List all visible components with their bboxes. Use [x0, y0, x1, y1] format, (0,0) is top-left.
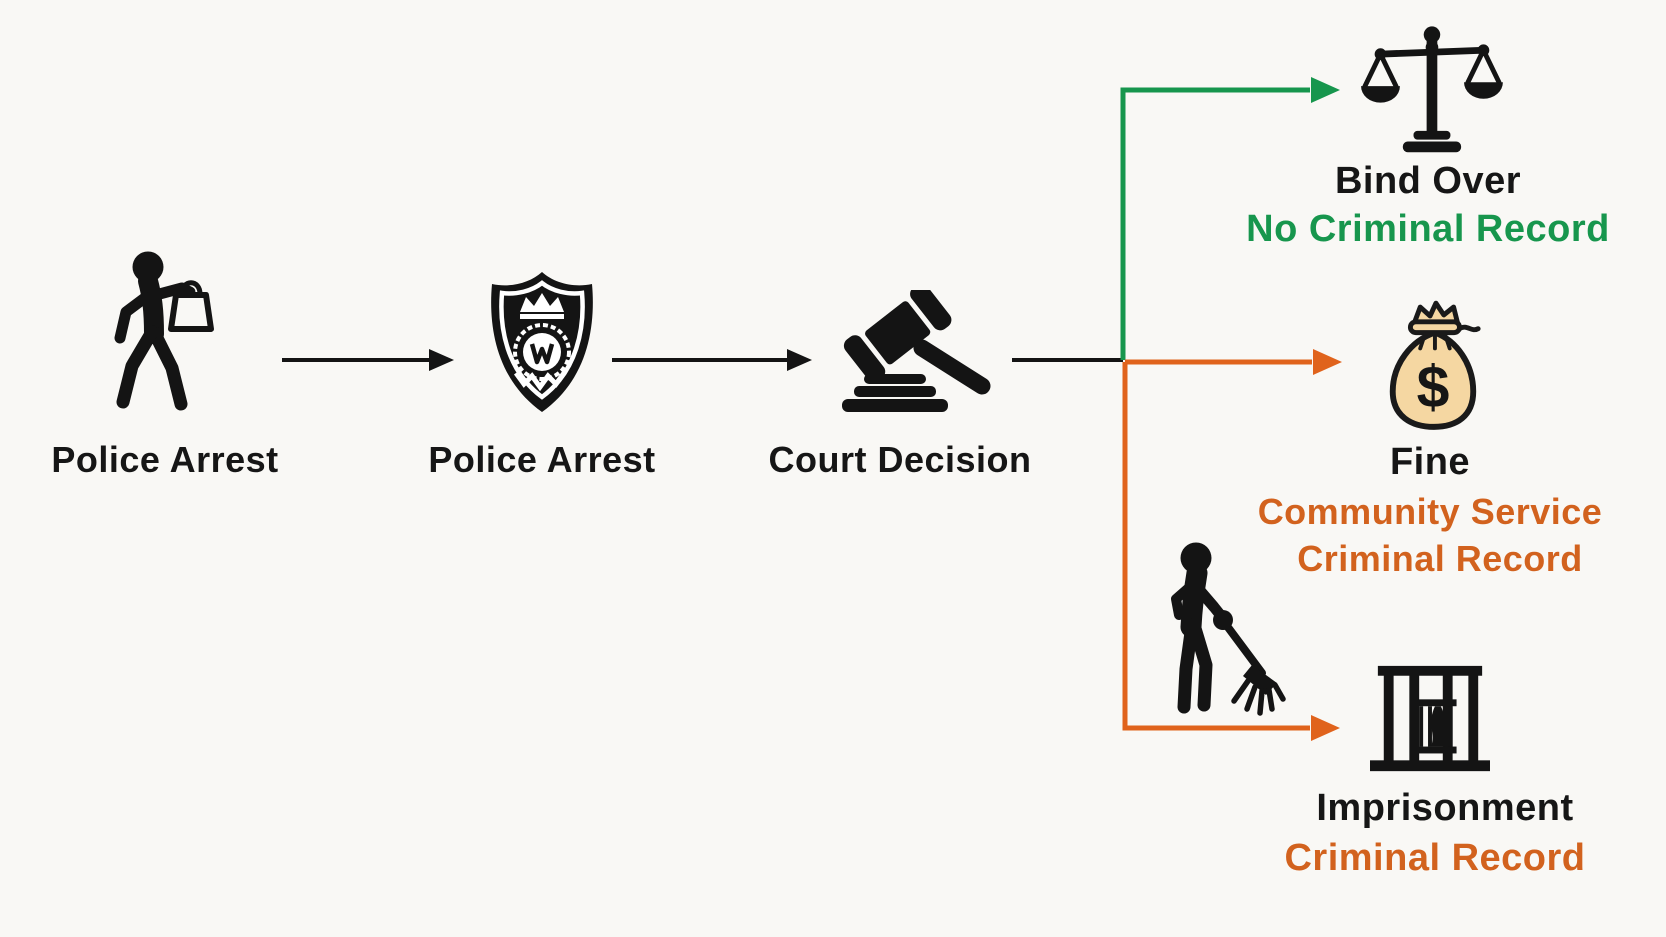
- arrow-person-to-badge: [282, 349, 454, 371]
- scales-of-justice-icon: [1361, 26, 1503, 153]
- outcome-note-criminal-record-imprisonment: Criminal Record: [1284, 837, 1586, 879]
- outcome-note-no-criminal-record: No Criminal Record: [1246, 208, 1610, 250]
- outcome-note-community-service: Community Service: [1257, 491, 1603, 532]
- stage-label-police-arrest-1: Police Arrest: [51, 439, 279, 480]
- arrow-badge-to-court: [612, 349, 812, 371]
- stage-label-court-decision: Court Decision: [768, 439, 1032, 480]
- police-badge-icon: [491, 272, 593, 412]
- outcome-title-bind-over: Bind Over: [1334, 160, 1522, 202]
- dollar-sign: $: [1417, 355, 1450, 420]
- gavel-icon: [842, 290, 991, 412]
- shoplifter-icon: [114, 251, 214, 411]
- outcome-title-fine: Fine: [1389, 441, 1471, 483]
- outcome-note-criminal-record-fine: Criminal Record: [1297, 538, 1583, 579]
- prison-bars-icon: [1370, 665, 1490, 772]
- stage-label-police-arrest-2: Police Arrest: [428, 439, 656, 480]
- money-bag-icon: $: [1389, 300, 1481, 430]
- branch-fine: [1125, 349, 1342, 375]
- community-service-icon: [1171, 542, 1286, 716]
- outcome-title-imprisonment: Imprisonment: [1316, 787, 1574, 829]
